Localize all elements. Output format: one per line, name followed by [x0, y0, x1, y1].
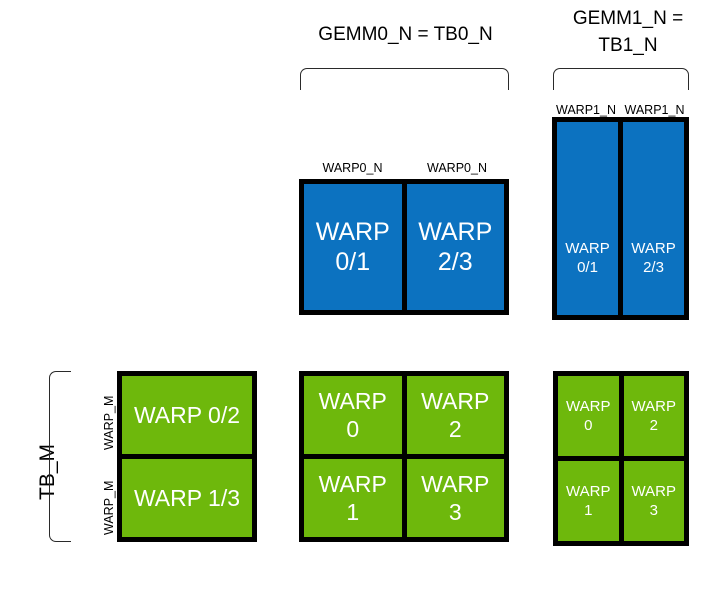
- gemm1-bracket: [553, 68, 689, 90]
- warp0n-label-right: WARP0_N: [427, 161, 487, 175]
- green-cell-warp-0[interactable]: WARP 0: [304, 376, 402, 454]
- green-cell-warp-0-right[interactable]: WARP 0: [558, 376, 619, 456]
- green-cell-warp-2-right[interactable]: WARP 2: [623, 376, 684, 456]
- blue-cell-warp-0-1[interactable]: WARP 0/1: [304, 184, 402, 310]
- green-cell-warp-3-right[interactable]: WARP 3: [623, 461, 684, 541]
- blue-block-group-right: WARP 0/1 WARP 2/3: [552, 117, 689, 320]
- green-cell-warp-1[interactable]: WARP 1: [304, 459, 402, 537]
- blue-cell-warp-0-1-right[interactable]: WARP 0/1: [557, 122, 618, 315]
- warp0n-label-left: WARP0_N: [322, 161, 383, 175]
- warp-m-label-bottom: WARP_M: [102, 480, 116, 535]
- gemm0-bracket: [300, 68, 509, 90]
- green-block-group-left: WARP 0/2 WARP 1/3: [117, 371, 257, 542]
- gemm1-title-line1: GEMM1_N =: [572, 8, 684, 29]
- blue-block-group-middle: WARP 0/1 WARP 2/3: [299, 179, 509, 315]
- warp1n-label-left: WARP1_N: [556, 103, 616, 117]
- green-cell-warp-0-2[interactable]: WARP 0/2: [122, 376, 252, 454]
- tb-m-bracket: [49, 371, 71, 542]
- gemm1-title-line2: TB1_N: [598, 35, 658, 56]
- green-block-group-middle: WARP 0 WARP 2 WARP 1 WARP 3: [299, 371, 509, 542]
- green-cell-warp-2[interactable]: WARP 2: [406, 376, 504, 454]
- warp1n-label-right: WARP1_N: [624, 103, 685, 117]
- warp-m-label-top: WARP_M: [102, 395, 116, 450]
- blue-cell-warp-2-3[interactable]: WARP 2/3: [406, 184, 504, 310]
- gemm0-title: GEMM0_N = TB0_N: [318, 24, 493, 45]
- blue-cell-warp-2-3-right[interactable]: WARP 2/3: [623, 122, 684, 315]
- green-cell-warp-1-3[interactable]: WARP 1/3: [122, 459, 252, 537]
- green-cell-warp-3[interactable]: WARP 3: [406, 459, 504, 537]
- green-cell-warp-1-right[interactable]: WARP 1: [558, 461, 619, 541]
- green-block-group-right: WARP 0 WARP 2 WARP 1 WARP 3: [553, 371, 689, 546]
